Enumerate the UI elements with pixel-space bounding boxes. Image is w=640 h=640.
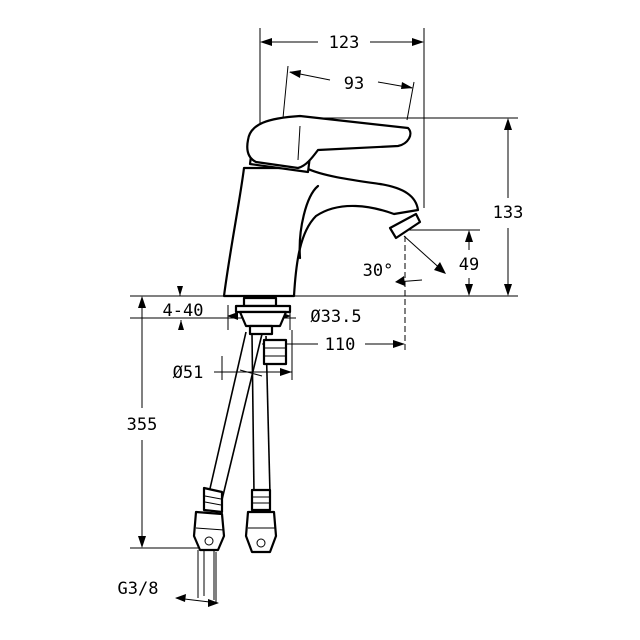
label-connection-thread: G3/8 [118, 579, 159, 599]
left-hose-connector [192, 486, 226, 552]
right-hose-connector [244, 488, 278, 554]
mounting-hardware [234, 296, 292, 377]
label-base-diameter: Ø51 [173, 363, 204, 383]
label-overall-width: 123 [329, 33, 360, 53]
dimension-labels: 123 93 133 49 30° 4-40 Ø33.5 110 Ø51 355… [118, 33, 524, 599]
label-spout-height: 49 [459, 255, 479, 275]
label-total-height: 133 [493, 203, 524, 223]
label-body-diameter: Ø33.5 [310, 307, 361, 327]
label-lever-length: 93 [344, 74, 364, 94]
label-mount-thickness: 4-40 [163, 301, 204, 321]
label-spout-reach: 110 [325, 335, 356, 355]
supply-hoses [192, 331, 278, 600]
faucet-body [222, 114, 422, 298]
label-spout-angle: 30° [363, 261, 394, 281]
label-hose-length: 355 [127, 415, 158, 435]
